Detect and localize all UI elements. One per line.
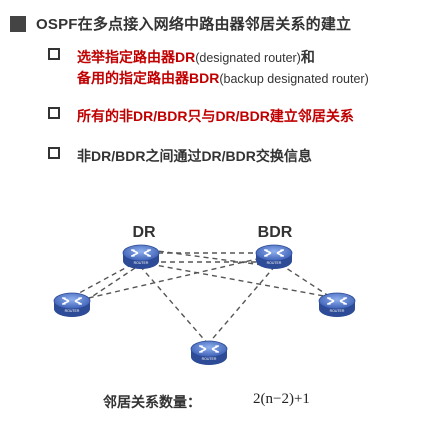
neighbor-links (69, 249, 336, 345)
drother-left-router-icon: ROUTER (53, 292, 91, 318)
link-bdr-right (279, 263, 336, 301)
bdr-label: BDR (258, 224, 293, 241)
link-dr-bdr-3 (149, 249, 271, 267)
router-icon-text: ROUTER (330, 309, 345, 313)
bdr-english: (backup designated router) (219, 72, 369, 86)
link-dr-right (149, 263, 336, 299)
bullet-neighbors-only-dr: 所有的非DR/BDR只与DR/BDR建立邻居关系 (48, 106, 354, 126)
bullet-text: 非DR/BDR之间通过DR/BDR交换信息 (77, 148, 312, 164)
backup-dr-text: 备用的指定路由器BDR (77, 70, 220, 86)
router-icon-text: ROUTER (267, 261, 282, 265)
link-bdr-bottom (207, 265, 276, 345)
dr-label: DR (132, 224, 156, 241)
router-icon-text: ROUTER (65, 309, 80, 313)
drother-bottom-router-icon: ROUTER (190, 340, 228, 366)
link-left-bdr (79, 255, 271, 301)
router-icon-text: ROUTER (202, 357, 217, 361)
slide-title: OSPF在多点接入网络中路由器邻居关系的建立 (36, 16, 352, 33)
elect-dr-text: 选举指定路由器DR (77, 49, 196, 65)
router-icon-text: ROUTER (134, 261, 149, 265)
bdr-router-icon: ROUTER (255, 244, 293, 270)
title-square-icon (10, 15, 26, 32)
and-text: 和 (300, 49, 315, 65)
checkbox-square-icon (48, 147, 60, 159)
dr-router-icon: ROUTER (122, 244, 160, 270)
bullet-exchange-via-dr: 非DR/BDR之间通过DR/BDR交换信息 (48, 146, 312, 166)
dr-english: (designated router) (195, 51, 301, 65)
slide-title-row: OSPF在多点接入网络中路由器邻居关系的建立 (10, 13, 351, 34)
bullet-text: 所有的非DR/BDR只与DR/BDR建立邻居关系 (77, 108, 354, 124)
bullet-text: 选举指定路由器DR(designated router)和 备用的指定路由器BD… (77, 47, 369, 89)
link-dr-bottom (139, 265, 209, 345)
drother-right-router-icon: ROUTER (318, 292, 356, 318)
checkbox-square-icon (48, 107, 60, 119)
bullet-elect-dr-bdr: 选举指定路由器DR(designated router)和 备用的指定路由器BD… (48, 47, 369, 89)
neighbor-count-formula: 2(n−2)+1 (253, 391, 310, 407)
checkbox-square-icon (48, 48, 60, 60)
formula-label: 邻居关系数量： (103, 394, 201, 410)
